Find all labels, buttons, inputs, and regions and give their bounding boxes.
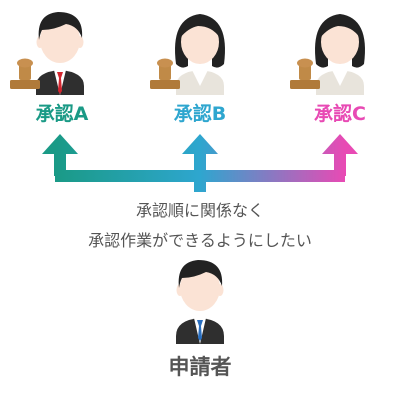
arrow-head-a — [42, 134, 78, 154]
stamp-icon — [150, 58, 180, 89]
approver-b-label: 承認B — [173, 103, 227, 125]
arrow-head-c — [322, 134, 358, 154]
message-line-1: 承認順に関係なく — [135, 201, 264, 220]
approver-a-avatar — [36, 12, 84, 95]
flow-arrows — [42, 134, 358, 192]
approver-a-label: 承認A — [35, 103, 89, 125]
approver-b-avatar — [175, 14, 225, 95]
stamp-icon — [10, 58, 40, 89]
requirement-message: 承認順に関係なく 承認作業ができるようにしたい — [40, 196, 360, 256]
message-line-2: 承認作業ができるようにしたい — [88, 231, 312, 250]
arrow-head-b — [182, 134, 218, 154]
approver-c-avatar — [315, 14, 365, 95]
applicant-label: 申請者 — [168, 355, 232, 379]
stamp-icon — [290, 58, 320, 89]
applicant-avatar — [176, 260, 224, 344]
approver-c-label: 承認C — [314, 103, 366, 125]
